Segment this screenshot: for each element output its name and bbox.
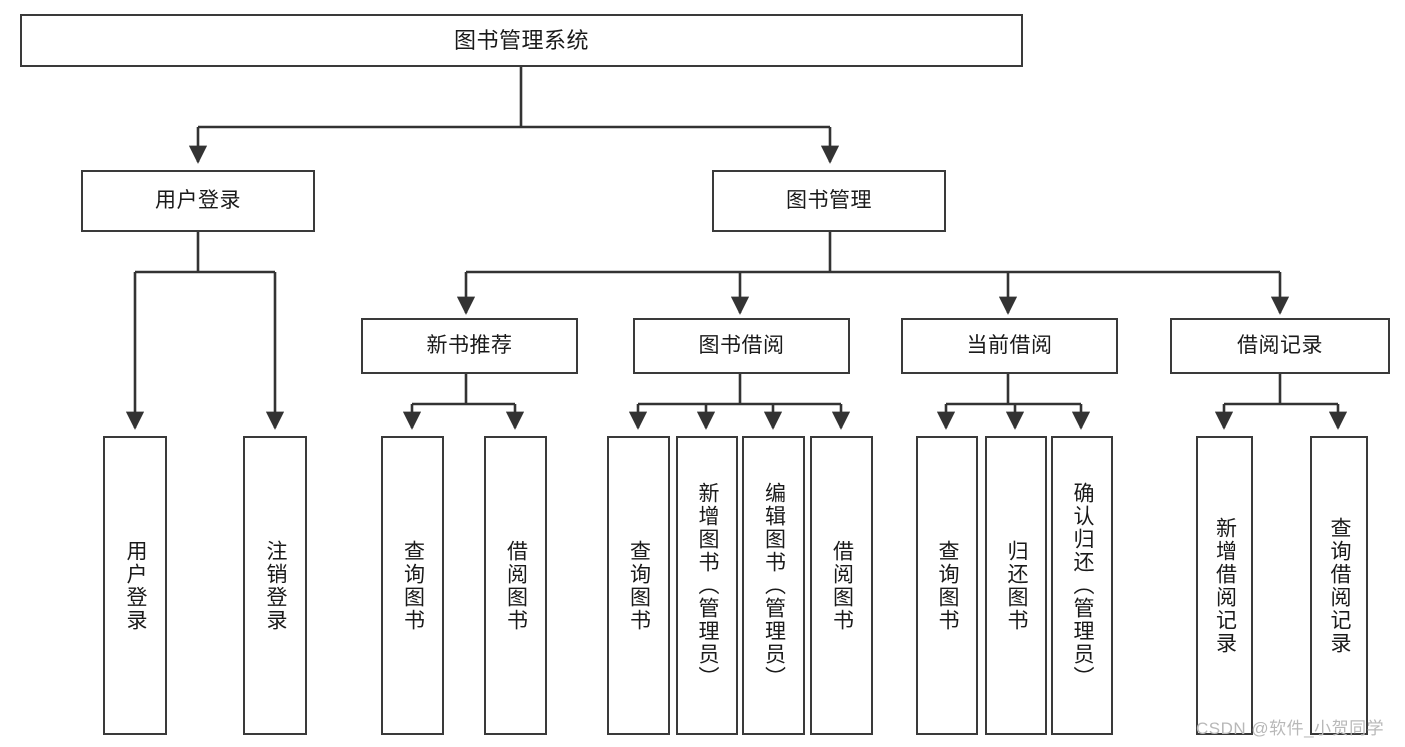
node-label: 用户登录 [124,539,148,632]
node-new-book-recommend[interactable]: 新书推荐 [361,318,578,374]
node-label: 借阅图书 [830,539,854,632]
node-user-login[interactable]: 用户登录 [81,170,315,232]
node-label: 新增图书（管理员） [696,482,720,689]
leaf-user-login[interactable]: 用户登录 [103,436,167,735]
node-label: 归还图书 [1005,539,1029,632]
leaf-query-book-recommend[interactable]: 查询图书 [381,436,444,735]
node-book-borrow[interactable]: 图书借阅 [633,318,850,374]
node-label: 新增借阅记录 [1213,516,1237,655]
node-book-manage[interactable]: 图书管理 [712,170,946,232]
leaf-query-borrow-record[interactable]: 查询借阅记录 [1310,436,1368,735]
node-label: 图书管理系统 [453,27,589,53]
node-borrow-record[interactable]: 借阅记录 [1170,318,1390,374]
node-label: 注销登录 [264,539,288,632]
node-label: 查询借阅记录 [1328,516,1352,655]
leaf-query-book-borrow[interactable]: 查询图书 [607,436,670,735]
leaf-add-book[interactable]: 新增图书（管理员） [676,436,738,735]
csdn-watermark: CSDN @软件_小贺同学 [1196,719,1385,738]
node-label: 借阅图书 [504,539,528,632]
leaf-add-borrow-record[interactable]: 新增借阅记录 [1196,436,1253,735]
leaf-confirm-return[interactable]: 确认归还（管理员） [1051,436,1113,735]
node-label: 用户登录 [155,188,241,212]
node-current-borrow[interactable]: 当前借阅 [901,318,1118,374]
leaf-query-book-current[interactable]: 查询图书 [916,436,978,735]
node-label: 查询图书 [627,539,651,632]
node-label: 确认归还（管理员） [1071,482,1095,689]
node-label: 图书借阅 [698,333,785,357]
node-label: 查询图书 [936,539,960,632]
node-root-system[interactable]: 图书管理系统 [20,14,1023,67]
leaf-borrow-book-recommend[interactable]: 借阅图书 [484,436,547,735]
leaf-edit-book[interactable]: 编辑图书（管理员） [742,436,805,735]
node-label: 借阅记录 [1237,333,1323,357]
node-label: 图书管理 [786,188,872,212]
node-label: 新书推荐 [426,333,513,357]
leaf-return-book[interactable]: 归还图书 [985,436,1047,735]
node-label: 编辑图书（管理员） [762,482,786,689]
leaf-borrow-book[interactable]: 借阅图书 [810,436,873,735]
leaf-user-logout[interactable]: 注销登录 [243,436,307,735]
node-label: 查询图书 [401,539,425,632]
node-label: 当前借阅 [966,333,1053,357]
